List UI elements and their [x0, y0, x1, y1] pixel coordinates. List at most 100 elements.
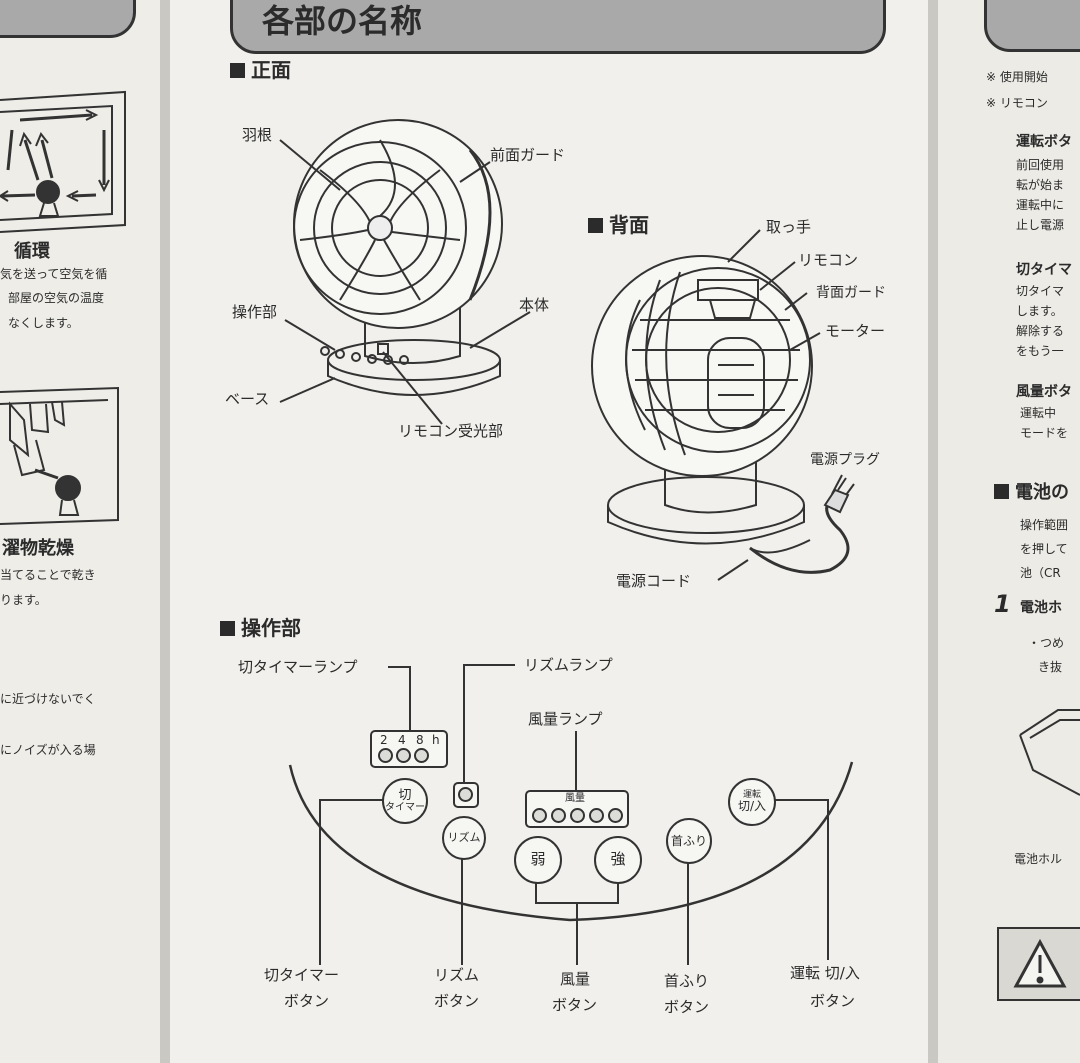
label-rhythm-button-2: ボタン — [434, 992, 480, 1010]
op-line-2: 転が始ま — [1016, 178, 1065, 192]
control-panel-illustration — [288, 664, 854, 965]
label-fan-button-1: 風量 — [560, 970, 591, 988]
label-receiver: リモコン受光部 — [398, 422, 504, 440]
label-control: 操作部 — [232, 303, 278, 321]
left-section-tab — [0, 0, 136, 38]
battery-line-2: を押して — [1020, 542, 1068, 556]
step-line-1: ・つめ — [1028, 636, 1065, 650]
timer-line-2: します。 — [1016, 304, 1063, 318]
back-heading: 背面 — [588, 213, 649, 237]
fan-lamp-3 — [570, 808, 585, 823]
label-plug: 電源プラグ — [810, 452, 880, 468]
warning-icon — [1013, 938, 1067, 988]
fan-weak-button[interactable]: 弱 — [514, 836, 562, 884]
center-page: 各部の名称 — [170, 0, 928, 1063]
timer-line-4: をもう一 — [1016, 344, 1064, 358]
laundry-illustration — [0, 386, 119, 525]
fan-lamp-panel: 風量 — [525, 790, 629, 828]
label-power-button-2: ボタン — [810, 992, 856, 1010]
rhythm-button[interactable]: リズム — [442, 816, 486, 860]
label-base: ベース — [225, 390, 270, 408]
center-illustrations — [279, 119, 855, 965]
label-swing-button-2: ボタン — [664, 998, 710, 1016]
right-illustrations — [997, 709, 1080, 1001]
timer-mark-4: 4 — [398, 733, 406, 747]
step-line-2: き抜 — [1038, 660, 1063, 674]
label-rhythm-button-1: リズム — [434, 966, 480, 984]
label-remote: リモコン — [798, 251, 859, 269]
battery-heading: 電池の — [994, 482, 1069, 504]
label-timer-lamp: 切タイマーランプ — [238, 658, 358, 676]
timer-mark-8: 8 — [416, 733, 424, 747]
front-heading: 正面 — [230, 58, 291, 82]
label-fan-button-2: ボタン — [552, 996, 598, 1014]
op-line-1: 前回使用 — [1016, 158, 1065, 172]
step-title: 電池ホ — [1020, 600, 1062, 616]
op-title: 運転ボタ — [1016, 134, 1072, 150]
front-fan-illustration — [279, 119, 531, 425]
section-header-title: 各部の名称 — [262, 2, 423, 40]
fan-strong-button[interactable]: 強 — [594, 836, 642, 884]
timer-button[interactable]: 切タイマー — [382, 778, 428, 824]
fan-lamp-4 — [589, 808, 604, 823]
op-line-3: 運転中に — [1016, 198, 1065, 212]
section-header-tab — [230, 0, 886, 54]
panel-heading: 操作部 — [220, 616, 301, 640]
fan-title: 風量ボタ — [1016, 384, 1072, 400]
fan-lamp-label: 風量 — [565, 793, 585, 804]
left-note-1: に近づけないでく — [0, 692, 96, 706]
holder-caption: 電池ホル — [1014, 852, 1063, 866]
fan-line-1: 運転中 — [1020, 406, 1057, 420]
right-page: ※ 使用開始 ※ リモコン 運転ボタ 前回使用 転が始ま 運転中に 止し電源 切… — [938, 0, 1080, 1063]
timer-lamp-8 — [414, 748, 429, 763]
cycle-title: 循環 — [14, 241, 50, 262]
step-number: 1 — [994, 590, 1011, 618]
laundry-title: 濯物乾燥 — [2, 538, 74, 559]
swing-button[interactable]: 首ふり — [666, 818, 712, 864]
label-power-button-1: 運転 切/入 — [790, 964, 860, 982]
fan-line-2: モードを — [1020, 426, 1069, 440]
timer-lamp-4 — [396, 748, 411, 763]
label-blade: 羽根 — [242, 126, 273, 144]
cycle-text-3: なくします。 — [8, 316, 79, 330]
label-body: 本体 — [519, 296, 550, 314]
fan-lamp-2 — [551, 808, 566, 823]
rhythm-lamp — [453, 782, 479, 808]
battery-holder-illustration — [1019, 709, 1080, 796]
laundry-text-1: 当てることで乾き — [0, 568, 96, 582]
label-timer-button-2: ボタン — [284, 992, 330, 1010]
left-note-2: にノイズが入る場 — [0, 743, 96, 757]
label-motor: モーター — [825, 322, 886, 340]
label-rhythm-lamp: リズムランプ — [524, 656, 613, 674]
op-line-4: 止し電源 — [1016, 218, 1065, 232]
label-back-guard: 背面ガード — [816, 285, 886, 301]
left-page: 循環 気を送って空気を循 部屋の空気の温度 なくします。 濯物乾燥 当てることで… — [0, 0, 160, 1063]
timer-line-1: 切タイマ — [1016, 284, 1065, 298]
back-fan-illustration — [591, 229, 855, 581]
fan-lamp-1 — [532, 808, 547, 823]
battery-line-1: 操作範囲 — [1020, 518, 1069, 532]
timer-mark-h: h — [432, 733, 440, 747]
right-section-tab — [984, 0, 1080, 52]
timer-mark-2: 2 — [380, 733, 388, 747]
label-timer-button-1: 切タイマー — [264, 966, 340, 984]
right-note-2: ※ リモコン — [986, 96, 1048, 110]
battery-line-3: 池（CR — [1020, 566, 1061, 580]
rhythm-lamp-dot — [458, 787, 473, 802]
cycle-text-1: 気を送って空気を循 — [0, 267, 108, 281]
right-note-1: ※ 使用開始 — [986, 70, 1048, 84]
cycle-text-2: 部屋の空気の温度 — [8, 291, 105, 305]
circulation-illustration — [0, 90, 126, 233]
label-handle: 取っ手 — [766, 218, 812, 236]
timer-line-3: 解除する — [1016, 324, 1065, 338]
fan-lamp-5 — [608, 808, 623, 823]
label-swing-button-1: 首ふり — [664, 972, 710, 990]
label-cord: 電源コード — [616, 572, 692, 590]
timer-title: 切タイマ — [1016, 262, 1072, 278]
power-button[interactable]: 運転切/入 — [728, 778, 776, 826]
timer-lamp-panel: 2 4 8 h — [370, 730, 448, 768]
timer-lamp-2 — [378, 748, 393, 763]
laundry-text-2: ります。 — [0, 593, 47, 607]
left-illustrations — [0, 90, 126, 525]
label-front-guard: 前面ガード — [490, 146, 566, 164]
